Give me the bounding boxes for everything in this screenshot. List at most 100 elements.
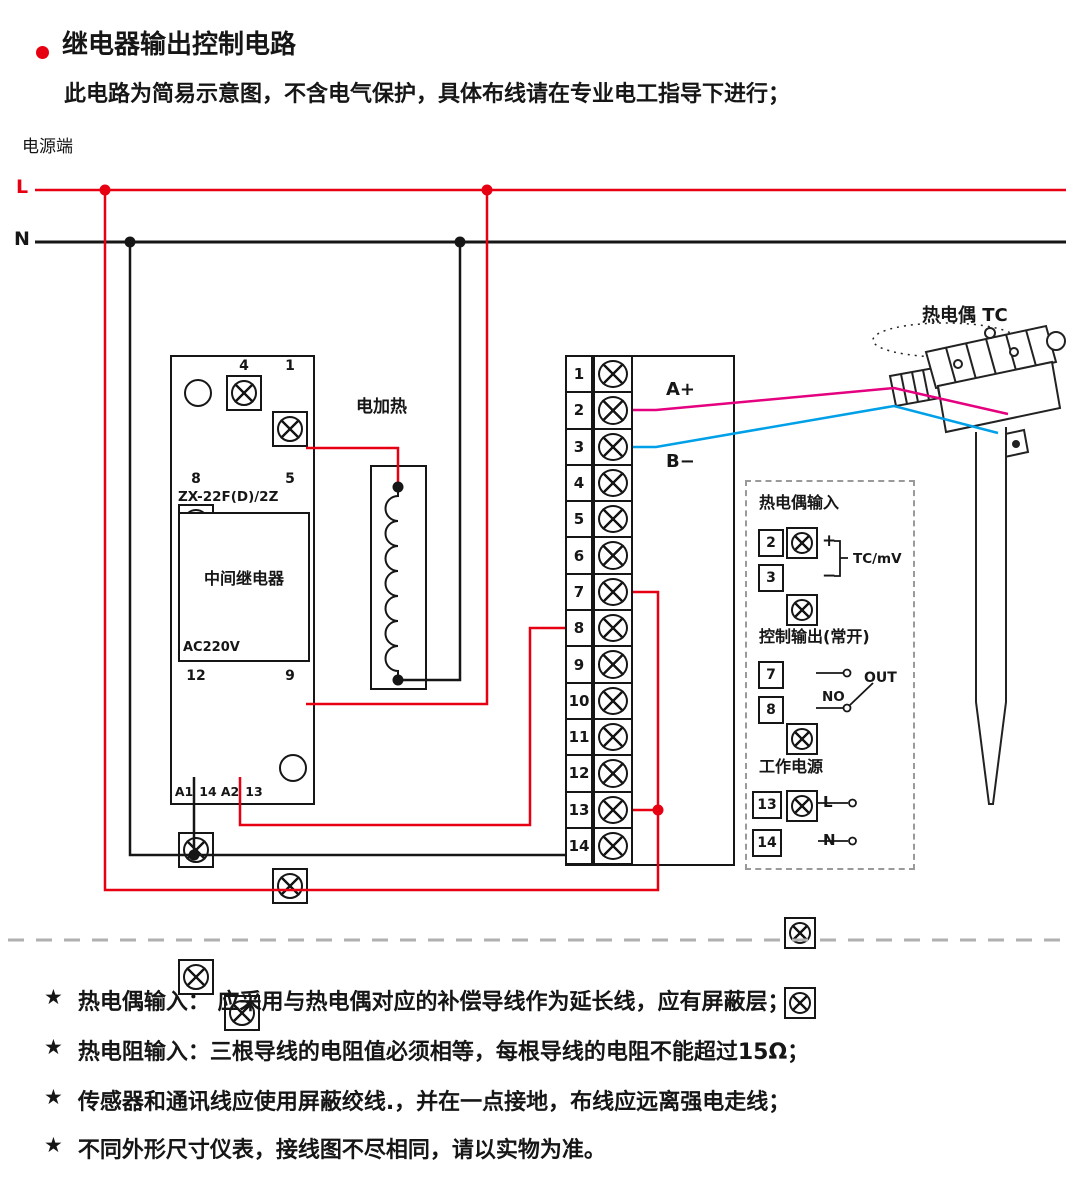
terminal-screw-icon <box>593 355 633 394</box>
junction-dot <box>99 184 111 196</box>
relay-mount-hole-icon <box>184 379 212 407</box>
junction-dot <box>481 184 493 196</box>
terminal-row: 1 <box>565 355 633 394</box>
terminal-screw-icon <box>593 500 633 539</box>
relay-module: 4 1 8 5 ZX-22F(D)/2Z 中间继电器 AC220V 12 9 A… <box>170 355 315 1031</box>
relay-coil-label: A1 <box>174 784 194 799</box>
tc-plus-label: + <box>822 531 837 551</box>
terminal-screw-icon <box>593 427 633 466</box>
power-n-label: N <box>823 831 836 849</box>
relay-coil-label: 14 <box>199 784 217 799</box>
terminal-row: 5 <box>565 500 633 539</box>
terminal-number: 14 <box>565 826 593 866</box>
legend-terminal-number: 14 <box>752 829 782 857</box>
page-title: 继电器输出控制电路 <box>62 30 297 60</box>
note-text: 热电偶输入： 应采用与热电偶对应的补偿导线作为延长线，应有屏蔽层； <box>77 990 790 1015</box>
out-label: OUT <box>864 670 897 686</box>
note-line: ★ 热电阻输入：三根导线的电阻值必须相等，每根导线的电阻不能超过15Ω； <box>44 1034 809 1066</box>
terminal-row: 2 <box>565 391 633 430</box>
page-subtitle: 此电路为简易示意图，不含电气保护，具体布线请在专业电工指导下进行； <box>64 82 791 107</box>
relay-terminal-label: 9 <box>285 668 295 684</box>
relay-coil-label: A2 <box>220 784 240 799</box>
tc-probe <box>975 427 1007 805</box>
terminal-screw-icon <box>593 572 633 612</box>
relay-terminal-label: 12 <box>186 668 206 684</box>
relay-coil-label: 13 <box>245 784 263 799</box>
terminal-screw-icon <box>593 790 633 829</box>
legend-screw-icon <box>784 917 816 949</box>
terminal-number: 13 <box>565 790 593 829</box>
terminal-number: 3 <box>565 427 593 466</box>
title-bullet-icon <box>36 46 49 59</box>
terminal-screw-icon <box>593 717 633 757</box>
tc-terminal-head <box>924 324 1058 390</box>
tc-head-fin <box>945 347 957 384</box>
tc-connector-dot <box>1012 440 1020 448</box>
terminal-screw-icon <box>593 536 633 575</box>
terminal-number: 6 <box>565 536 593 575</box>
terminal-row: 8 <box>565 609 633 648</box>
terminal-row: 4 <box>565 463 633 503</box>
tc-cable-loop-icon <box>872 322 1018 358</box>
note-line: ★ 热电偶输入： 应采用与热电偶对应的补偿导线作为延长线，应有屏蔽层； <box>44 984 790 1016</box>
note-text: 不同外形尺寸仪表，接线图不尽相同，请以实物为准。 <box>77 1138 606 1163</box>
tc-unit-label: TC/mV <box>853 551 902 567</box>
terminal-row: 11 <box>565 717 633 757</box>
note-text: 传感器和通讯线应使用屏蔽绞线.，并在一点接地，布线应远离强电走线； <box>77 1090 791 1115</box>
legend-terminal-number: 3 <box>758 564 784 592</box>
heater-element <box>370 465 427 690</box>
terminal-screw-icon <box>593 826 633 866</box>
tc-thread-line <box>922 369 930 401</box>
legend-screw-icon <box>784 987 816 1019</box>
relay-terminal-label: 8 <box>191 471 201 487</box>
tc-head-fin <box>985 338 997 376</box>
relay-terminal-label: 1 <box>285 358 295 374</box>
relay-nameplate: 中间继电器 AC220V <box>178 512 310 662</box>
tc-knob-icon <box>984 327 996 339</box>
no-contact-label: NO <box>822 689 845 705</box>
line-l-label: L <box>16 176 29 198</box>
line-n-label: N <box>14 228 30 250</box>
power-l-label: L <box>823 793 833 811</box>
terminal-number: 4 <box>565 463 593 503</box>
power-rails <box>35 188 1066 244</box>
tc-input-title: 热电偶输入 <box>759 493 840 512</box>
tc-thread-bushing <box>888 366 942 408</box>
terminal-screw-icon <box>593 754 633 793</box>
signal-b-minus-label: B− <box>666 451 695 472</box>
terminal-number: 5 <box>565 500 593 539</box>
heater-label: 电加热 <box>356 397 407 417</box>
note-line: ★ 不同外形尺寸仪表，接线图不尽相同，请以实物为准。 <box>44 1132 606 1164</box>
relay-screw-icon <box>272 868 308 904</box>
terminal-row: 10 <box>565 681 633 720</box>
ctrl-output-title: 控制输出(常开) <box>759 627 870 646</box>
terminal-row: 9 <box>565 645 633 684</box>
signal-a-plus-label: A+ <box>666 379 696 400</box>
relay-screw-icon <box>226 375 262 411</box>
terminal-screw-icon <box>593 609 633 648</box>
legend-screw-icon <box>786 594 818 626</box>
legend-screw-icon <box>786 723 818 755</box>
tc-head-fin <box>1005 334 1017 371</box>
relay-terminal-label: 5 <box>285 471 295 487</box>
relay-model: ZX-22F(D)/2Z <box>178 489 279 505</box>
tc-cap-icon <box>1046 331 1066 351</box>
terminal-number: 10 <box>565 681 593 720</box>
relay-mount-hole-icon <box>279 754 307 782</box>
terminal-legend-panel: 热电偶输入 2 + 3 − TC/mV 控制输出(常开) 7 8 NO OUT … <box>745 480 915 1019</box>
tc-head-fin <box>1025 329 1037 367</box>
terminal-screw-icon <box>593 391 633 430</box>
terminal-screw-icon <box>593 645 633 684</box>
tc-thread-line <box>911 371 919 403</box>
terminal-number: 2 <box>565 391 593 430</box>
legend-screw-icon <box>786 527 818 559</box>
relay-screw-icon <box>178 832 214 868</box>
terminal-screw-icon <box>593 681 633 720</box>
legend-terminal-number: 13 <box>752 791 782 819</box>
terminal-strip: 1 2 3 4 5 6 7 8 9 10 11 12 13 14 <box>565 355 633 866</box>
terminal-row: 13 <box>565 790 633 829</box>
tc-head-screw-icon <box>953 359 963 369</box>
legend-terminal-number: 7 <box>758 661 784 689</box>
tc-body <box>936 360 1062 434</box>
